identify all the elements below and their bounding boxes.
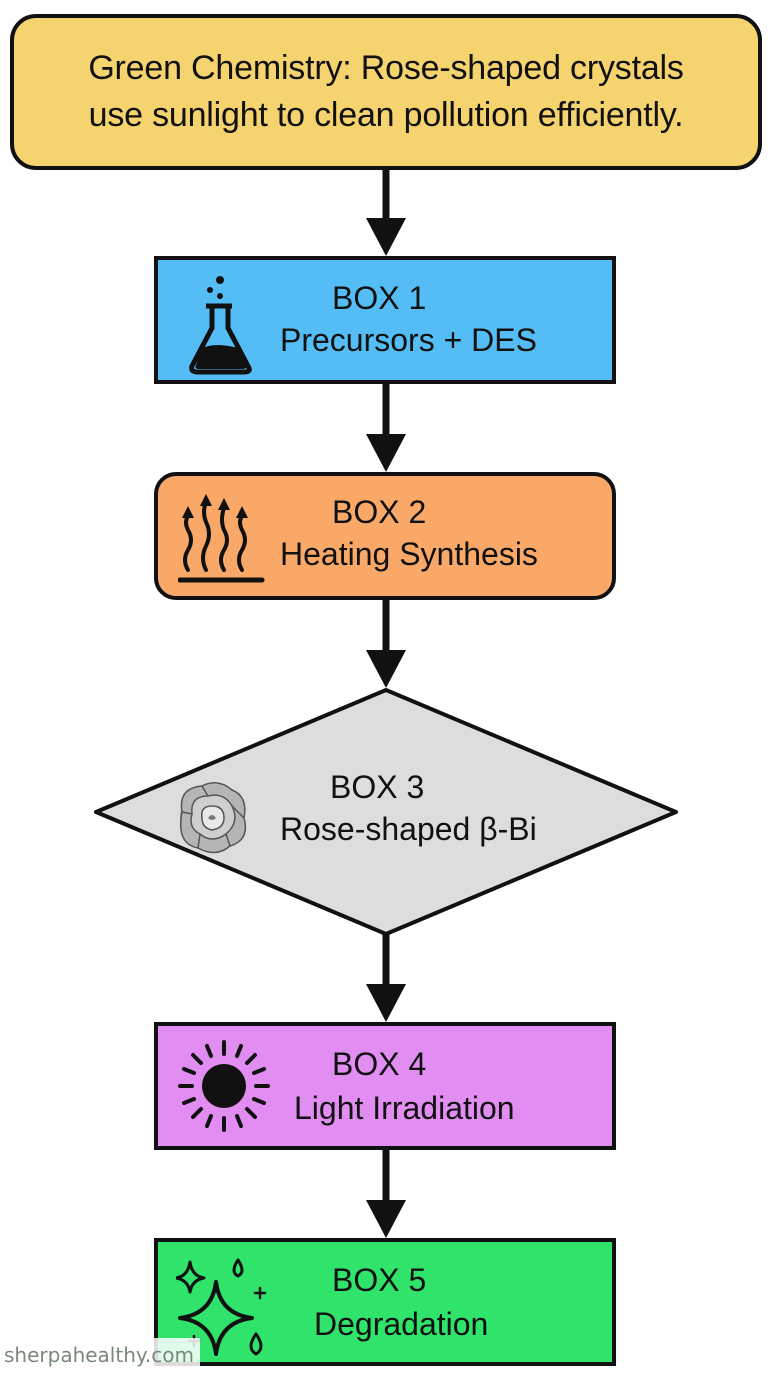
box-4-heading: BOX 4: [332, 1046, 427, 1082]
box-5-degradation: BOX 5 Degradation: [154, 1238, 616, 1366]
sun-icon: [178, 1040, 270, 1132]
title-line-1: Green Chemistry: Rose-shaped crystals: [88, 49, 684, 87]
box-2-heading: BOX 2: [332, 494, 427, 530]
arrowhead: [366, 984, 406, 1022]
title-line-2: use sunlight to clean pollution efficien…: [88, 96, 684, 134]
box-2-heating-synthesis: BOX 2 Heating Synthesis: [154, 472, 616, 600]
arrowhead: [366, 434, 406, 472]
box-5-heading: BOX 5: [332, 1262, 427, 1298]
arrowhead: [366, 1200, 406, 1238]
arrowhead: [366, 650, 406, 688]
box-2-label: Heating Synthesis: [280, 536, 538, 572]
box-1-label: Precursors + DES: [280, 322, 537, 358]
heat-icon: [178, 494, 265, 583]
box-1-heading: BOX 1: [332, 280, 427, 316]
flask-icon: [189, 276, 252, 375]
watermark: sherpahealthy.com: [0, 1338, 200, 1372]
title-text: Green Chemistry: Rose-shaped crystals us…: [26, 45, 746, 139]
box-4-label: Light Irradiation: [294, 1090, 515, 1126]
box-1-precursors: BOX 1 Precursors + DES: [154, 256, 616, 384]
box-5-label: Degradation: [314, 1306, 489, 1342]
arrowhead: [366, 218, 406, 256]
box-4-light-irradiation: BOX 4 Light Irradiation: [154, 1022, 616, 1150]
title-box: Green Chemistry: Rose-shaped crystals us…: [10, 14, 762, 170]
